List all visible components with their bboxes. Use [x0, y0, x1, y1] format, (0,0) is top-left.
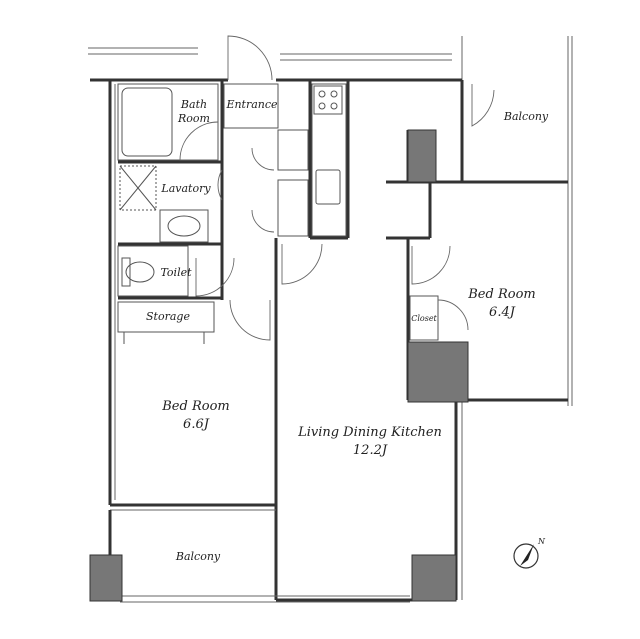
balcony-bottom-label: Balcony [175, 550, 221, 563]
column [411, 554, 457, 602]
storage-label: Storage [146, 310, 190, 323]
ldk-size: 12.2J [353, 443, 388, 458]
columns [89, 129, 469, 602]
room-labels: Bath Room Entrance Lavatory Toilet Stora… [146, 98, 549, 563]
lavatory-label: Lavatory [160, 182, 211, 195]
bathtub [121, 87, 173, 157]
kitchen-counter [311, 83, 347, 237]
washbasin [159, 209, 209, 243]
bed-room-2-name: Bed Room [467, 287, 535, 302]
bed-room-1-size: 6.6J [183, 417, 210, 432]
bed-room-2-size: 6.4J [489, 305, 516, 320]
balcony-top-label: Balcony [503, 110, 549, 123]
doors [179, 35, 495, 341]
bath-room-label-line1: Bath [180, 98, 207, 111]
closet-label: Closet [411, 314, 437, 323]
bed-room-1-name: Bed Room [161, 399, 229, 414]
exterior-walls [88, 36, 573, 603]
toilet-bowl [125, 261, 155, 283]
stove [313, 85, 343, 115]
north-compass-icon: N [513, 537, 546, 569]
ldk-name: Living Dining Kitchen [297, 425, 442, 440]
column [407, 341, 469, 403]
column [89, 554, 123, 602]
column [407, 129, 437, 183]
entrance-label: Entrance [225, 98, 278, 111]
bath-room-label-line2: Room [177, 112, 210, 125]
toilet-label: Toilet [160, 266, 192, 279]
compass-north-label: N [537, 537, 546, 546]
kitchen-sink [315, 169, 341, 205]
core-fixtures [117, 83, 439, 344]
